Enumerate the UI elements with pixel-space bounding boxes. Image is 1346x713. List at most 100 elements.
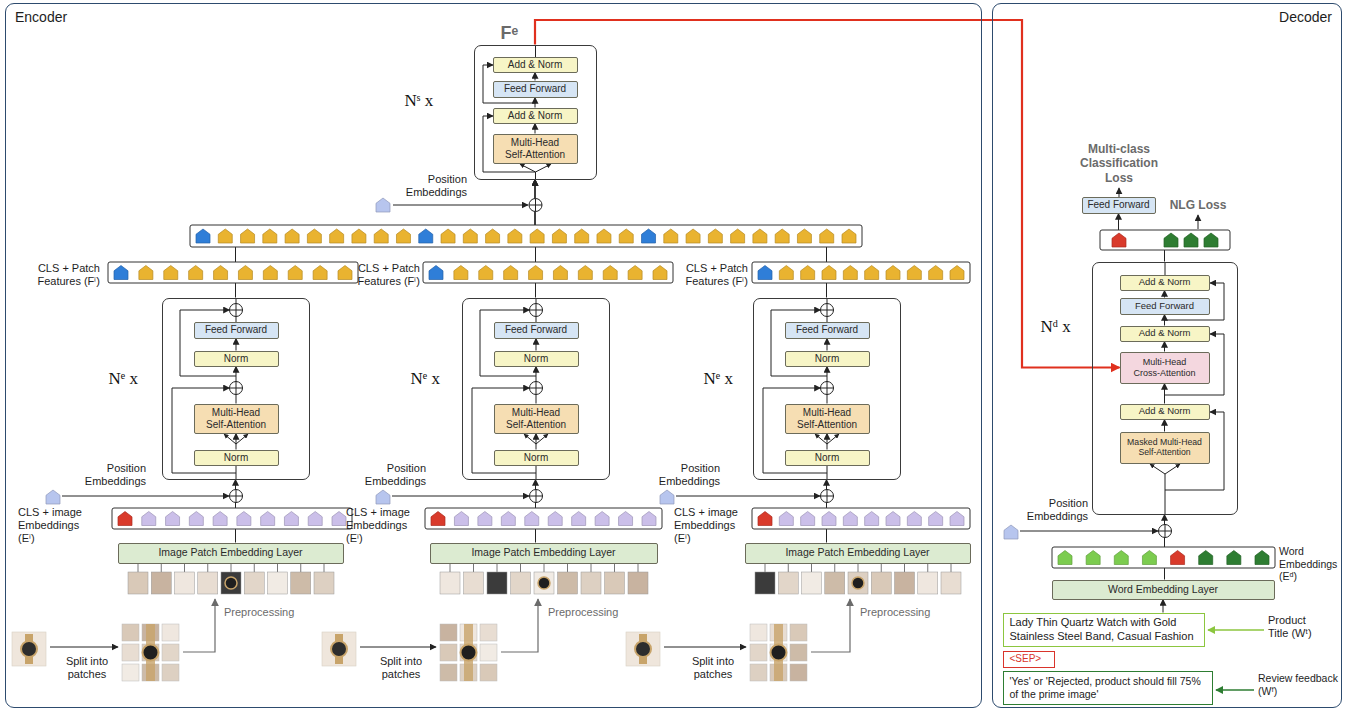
add-circle [230,382,243,395]
feed-forward-box: Feed Forward [1120,298,1210,315]
token-icon [46,490,60,504]
token-icon [797,229,811,243]
token-icon [578,266,592,280]
flow-connector [1164,384,1165,404]
embedding-label: CLS + image Embeddings (Eⁱ) [674,506,748,546]
wire [676,496,820,497]
feed-forward-box: Feed Forward [194,322,279,339]
box-text: Norm [524,452,548,463]
token-icon [1004,525,1018,539]
add-cross [821,304,834,317]
token-icon [431,512,445,526]
add-symbol [1159,525,1172,538]
wire [183,599,215,652]
token-icon [758,512,772,526]
wire [664,647,746,648]
patch-thumbnail [151,572,171,594]
flow-connector [1164,315,1165,326]
patch-thumbnail [918,572,938,594]
flow-connector [536,339,537,351]
box-text: Multi-Head Self-Attention [204,407,269,429]
add-circle [821,382,834,395]
patch-thumbnail [128,572,148,594]
token-icon [653,266,667,280]
token-icon [843,512,857,526]
box-text: Norm [224,452,248,463]
step-label: Split into patches [682,655,744,681]
wire [254,564,255,572]
norm-box: Norm [194,351,279,367]
box-text: Add & Norm [1139,277,1191,288]
token-icon [238,266,252,280]
token-icon [572,512,586,526]
box-text: Add & Norm [508,59,562,70]
review-feedback-box: 'Yes' or 'Rejected, product should fill … [1003,671,1213,705]
box-text: Masked Multi-Head Self-Attention [1124,438,1206,457]
token-icon [214,266,228,280]
token-icon [929,512,943,526]
box-text: Feed Forward [1135,301,1194,312]
flow-connector [827,434,828,450]
word-embedding-layer: Word Embedding Layer [1052,580,1275,600]
box-text: Lady Thin Quartz Watch with Gold Stainle… [1010,616,1198,642]
token-icon [619,512,633,526]
flow-connector [1164,420,1165,432]
self-attention-box: Multi-Head Self-Attention [493,134,578,164]
token-icon [950,512,964,526]
step-label: Preprocessing [224,606,294,619]
token-icon [352,229,366,243]
wire [1020,531,1158,532]
add-circle [1159,525,1172,538]
wire [904,564,905,572]
add-symbol [821,382,834,395]
add-symbol [821,304,834,317]
norm-box: Norm [494,351,579,367]
wire [231,564,232,572]
wire [161,564,162,572]
token-icon [642,512,656,526]
add-circle [821,304,834,317]
patch-thumbnail [244,572,264,594]
patch-embedding-layer: Image Patch Embedding Layer [118,543,344,564]
patch-thumbnail [605,572,625,594]
box-text: Feed Forward [205,324,267,335]
wire [392,496,529,497]
wire [1165,262,1166,275]
encoder-output-connector [535,20,1120,368]
token-icon [313,266,327,280]
block-heading: Fᵉ [501,23,519,44]
watch-face [225,577,237,589]
box-text: Add & Norm [1139,406,1191,417]
image-patch [122,664,139,681]
image-patch [162,624,179,641]
wire [450,564,451,572]
box-text: Image Patch Embedding Layer [471,547,615,559]
watch-face [21,641,37,657]
cross-attention-box: Multi-Head Cross-Attention [1120,352,1210,384]
token-icon [779,512,793,526]
token-icon [237,512,251,526]
embedding-label: CLS + image Embeddings (Eⁱ) [346,506,420,546]
add-cross [821,490,834,503]
token-icon [504,266,518,280]
wire [1150,464,1165,474]
patch-embedding-layer: Image Patch Embedding Layer [745,543,971,564]
token-icon [775,229,789,243]
add-circle [821,490,834,503]
feed-forward-box: Feed Forward [1082,197,1156,214]
box-text: Norm [815,353,839,364]
add-norm-box: Add & Norm [1120,326,1210,342]
product-title-box: Lady Thin Quartz Watch with Gold Stainle… [1003,613,1205,647]
wire [927,564,928,572]
watch-face [331,641,347,657]
add-norm-box: Add & Norm [1120,404,1210,420]
image-patch [142,644,159,661]
watch-face [538,577,550,589]
stacked-encoder-block: FᵉNˢ xAdd & NormFeed ForwardAdd & NormMu… [474,45,597,180]
wire [881,564,882,572]
image-patch [750,664,767,681]
wire [535,45,536,57]
norm-box: Norm [785,351,870,367]
patch-thumbnail [291,572,311,594]
step-label: Split into patches [370,655,432,681]
